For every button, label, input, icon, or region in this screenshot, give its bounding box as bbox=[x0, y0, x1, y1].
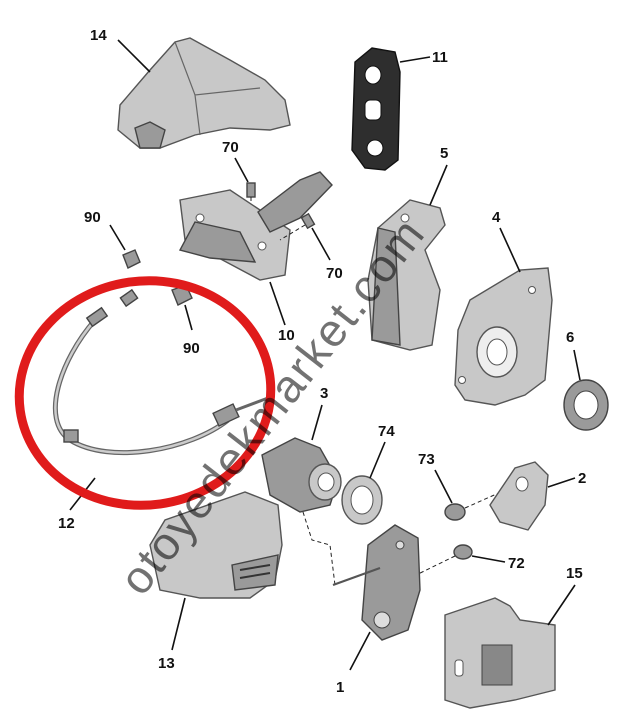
leader-1 bbox=[349, 631, 371, 671]
leader-70-right bbox=[311, 227, 331, 261]
callout-73: 73 bbox=[418, 451, 435, 468]
leader-11 bbox=[399, 56, 431, 63]
callout-15: 15 bbox=[566, 565, 583, 582]
clip-90-left bbox=[122, 249, 141, 269]
callout-74: 74 bbox=[378, 423, 395, 440]
leader-14 bbox=[117, 39, 151, 73]
part-12-cable bbox=[52, 288, 269, 456]
bolt-70-right bbox=[279, 212, 316, 241]
callout-14: 14 bbox=[90, 27, 107, 44]
part-3-lock-cylinder bbox=[261, 437, 342, 586]
leader-2 bbox=[547, 477, 576, 488]
callout-13: 13 bbox=[158, 655, 175, 672]
highlight-ring bbox=[14, 276, 276, 510]
leader-13 bbox=[171, 597, 186, 651]
callout-70-upper: 70 bbox=[222, 139, 239, 156]
leader-90-left bbox=[109, 224, 126, 251]
callout-1: 1 bbox=[336, 679, 344, 696]
part-14-upper-housing bbox=[117, 37, 291, 149]
part-74-ring bbox=[341, 475, 383, 525]
part-4-cover-plate bbox=[454, 267, 553, 406]
callout-90-lower: 90 bbox=[183, 340, 200, 357]
leader-72 bbox=[471, 555, 506, 563]
leader-90-lower bbox=[184, 304, 193, 331]
leader-15 bbox=[547, 584, 576, 626]
part-10-handle-assembly bbox=[178, 171, 333, 281]
callout-12: 12 bbox=[58, 515, 75, 532]
leader-74 bbox=[369, 441, 386, 479]
leader-4 bbox=[499, 227, 521, 273]
part-13-lower-cover bbox=[149, 491, 283, 599]
callout-70-right: 70 bbox=[326, 265, 343, 282]
part-1-lock-mechanism bbox=[332, 524, 421, 641]
part-2-latch-bracket bbox=[489, 461, 549, 531]
part-11-black-bracket bbox=[351, 47, 401, 171]
leader-70-upper bbox=[234, 157, 249, 183]
leader-3 bbox=[311, 404, 323, 441]
callout-10: 10 bbox=[278, 327, 295, 344]
screw-72 bbox=[409, 544, 473, 579]
leader-73 bbox=[434, 469, 453, 504]
leader-10 bbox=[269, 281, 286, 326]
callout-11: 11 bbox=[432, 49, 448, 66]
callout-72: 72 bbox=[508, 555, 525, 572]
part-6-grommet bbox=[563, 379, 609, 431]
leader-6 bbox=[573, 349, 581, 381]
screw-73 bbox=[444, 487, 511, 521]
callout-90-left: 90 bbox=[84, 209, 101, 226]
callout-4: 4 bbox=[492, 209, 501, 226]
callout-2: 2 bbox=[578, 470, 586, 487]
leader-5 bbox=[429, 164, 448, 206]
part-5-bracket bbox=[367, 199, 446, 351]
callout-6: 6 bbox=[566, 329, 574, 346]
callout-5: 5 bbox=[440, 145, 448, 162]
part-15-striker-plate bbox=[444, 597, 556, 709]
callout-3: 3 bbox=[320, 385, 328, 402]
